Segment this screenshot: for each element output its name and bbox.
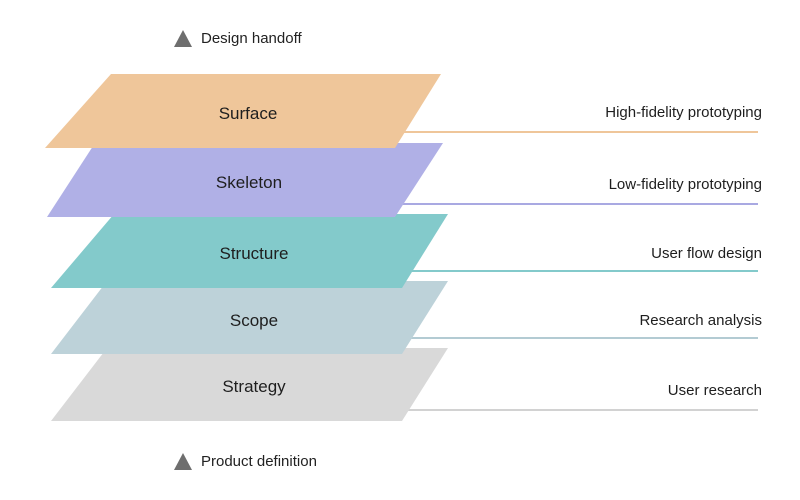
layer-skeleton-label: Skeleton — [216, 173, 282, 192]
bottom-marker: Product definition — [174, 453, 317, 470]
layer-strategy-label: Strategy — [222, 377, 286, 396]
layer-skeleton: Skeleton — [47, 143, 443, 217]
bottom-marker-label: Product definition — [201, 453, 317, 470]
triangle-up-icon — [174, 453, 192, 470]
structure-activity-label: User flow design — [651, 245, 762, 262]
triangle-up-icon — [174, 30, 192, 47]
layer-surface-label: Surface — [219, 104, 278, 123]
layer-structure: Structure — [51, 214, 448, 288]
layer-surface: Surface — [45, 74, 441, 148]
layer-scope-label: Scope — [230, 311, 278, 330]
layer-structure-label: Structure — [220, 244, 289, 263]
layer-strategy: Strategy — [51, 348, 448, 421]
scope-activity-label: Research analysis — [639, 312, 762, 329]
top-marker-label: Design handoff — [201, 30, 302, 47]
top-marker: Design handoff — [174, 30, 302, 47]
surface-activity-label: High-fidelity prototyping — [605, 104, 762, 121]
skeleton-activity-label: Low-fidelity prototyping — [608, 176, 762, 193]
layer-scope: Scope — [51, 281, 448, 354]
strategy-activity-label: User research — [667, 382, 762, 399]
